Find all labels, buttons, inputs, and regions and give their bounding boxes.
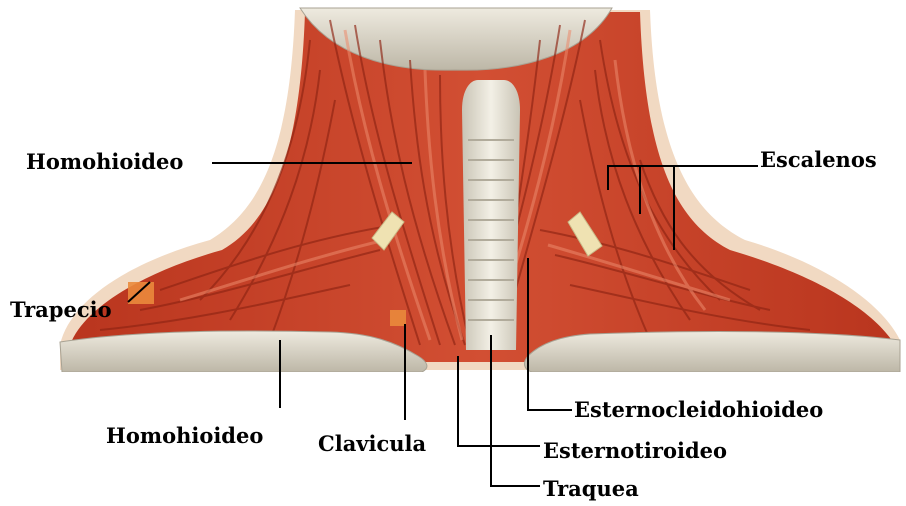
trachea: [462, 80, 520, 350]
label-traquea: Traquea: [543, 478, 639, 499]
label-clavicula: Clavicula: [318, 433, 426, 454]
trapezius-marker: [128, 282, 154, 304]
label-homohioideo-lower: Homohioideo: [106, 425, 263, 446]
clavicle-marker: [390, 310, 406, 326]
label-escalenos: Escalenos: [760, 149, 877, 170]
label-esternocleidohioideo: Esternocleidohioideo: [574, 399, 823, 420]
clavicle-left: [60, 331, 427, 372]
label-homohioideo-upper: Homohioideo: [26, 151, 183, 172]
label-trapecio: Trapecio: [10, 299, 112, 320]
label-esternotiroideo: Esternotiroideo: [543, 440, 727, 461]
clavicle-right: [525, 332, 900, 372]
